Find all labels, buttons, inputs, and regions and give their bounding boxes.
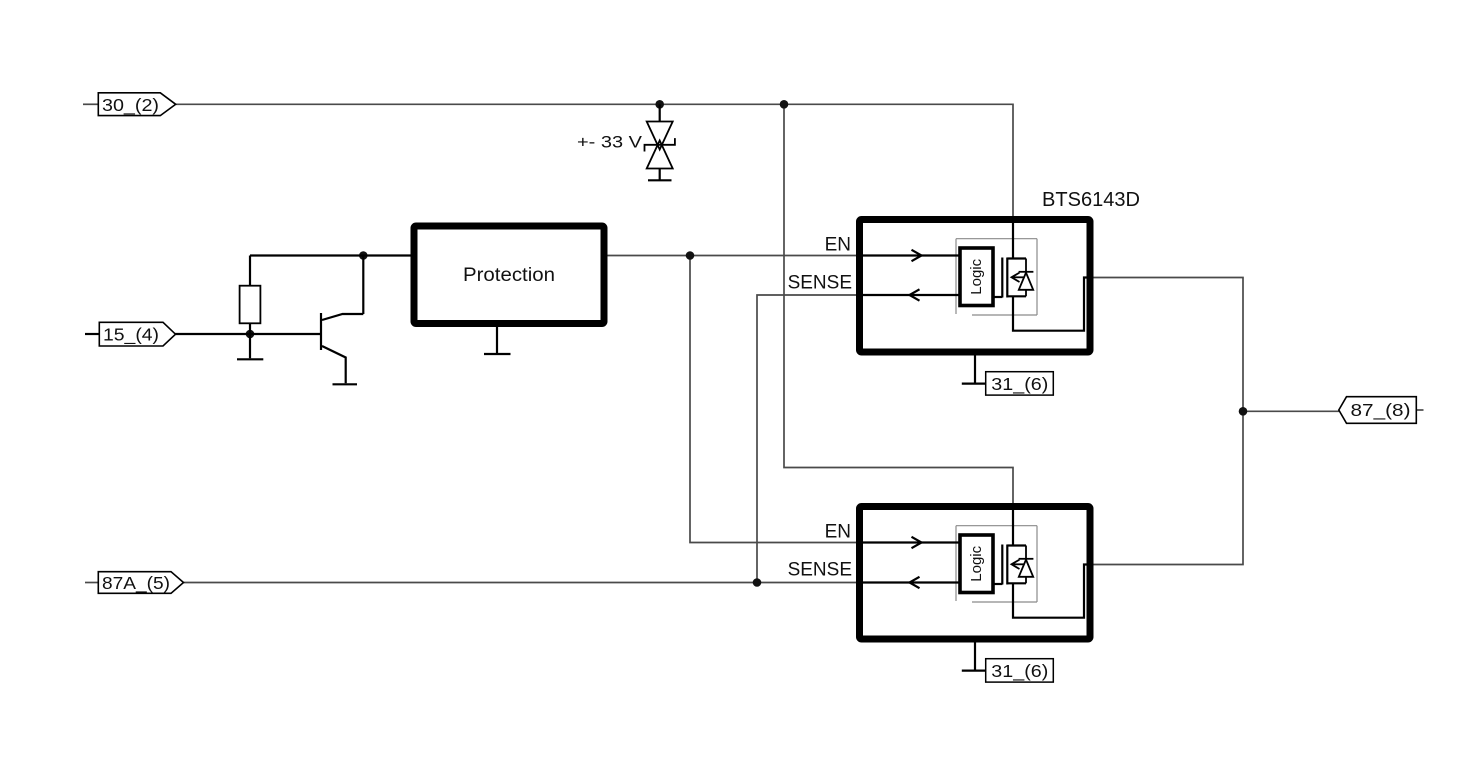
input-stage [85,254,414,386]
part-number-label: BTS6143D [1042,189,1140,211]
connector-label: 15_(4) [103,324,159,345]
pin-label-sense: SENSE [788,559,852,580]
protection-label: Protection [463,265,555,286]
tvs-voltage-label: +- 33 V [577,133,643,152]
ground-protection [484,325,511,356]
protection-block[interactable]: Protection [410,222,608,356]
net-sense1[interactable] [756,294,859,583]
high-side-switch-1[interactable]: BTS6143D EN SENSE Logic [788,189,1140,396]
ground-label-text: 31_(6) [991,661,1048,682]
connector-flag-87a[interactable]: 87A_(5) [97,570,185,595]
connector-flag-87[interactable]: 87_(8) [1337,395,1418,425]
ground-resistor [237,334,264,361]
npn-transistor[interactable] [319,255,365,384]
net-output-87[interactable] [1088,276,1424,566]
ground-pin [961,353,989,385]
arrow-out-icon [907,288,921,302]
pin-label-en: EN [825,522,851,543]
net-en[interactable] [604,254,859,544]
logic-block[interactable]: Logic [958,246,995,308]
connector-label: 87A_(5) [102,573,170,594]
connector-flag-15[interactable]: 15_(4) [98,321,177,347]
logic-label: Logic [968,258,985,294]
high-side-switch-2[interactable]: EN SENSE Logic [788,503,1094,683]
tvs-diode[interactable]: +- 33 V [577,104,676,182]
ground-net-label[interactable]: 31_(6) [984,370,1055,396]
pin-label-en: EN [825,235,851,256]
logic-label: Logic [968,545,985,581]
connector-label: 30_(2) [102,95,159,116]
mosfet-icon [993,223,1091,332]
ground-net-label[interactable]: 31_(6) [984,657,1055,683]
ground-pin [961,640,989,672]
connector-flag-30[interactable]: 30_(2) [97,92,178,117]
ground-label-text: 31_(6) [991,374,1048,395]
arrow-in-icon [910,535,924,550]
arrow-in-icon [910,248,924,263]
resistor[interactable] [238,255,262,335]
pin-label-sense: SENSE [788,272,852,293]
logic-block[interactable]: Logic [958,533,995,595]
junction-dots [245,100,1248,587]
connector-label: 87_(8) [1351,400,1411,421]
net-30-supply[interactable] [83,103,1014,508]
mosfet-icon [993,510,1091,619]
arrow-out-icon [907,575,921,590]
